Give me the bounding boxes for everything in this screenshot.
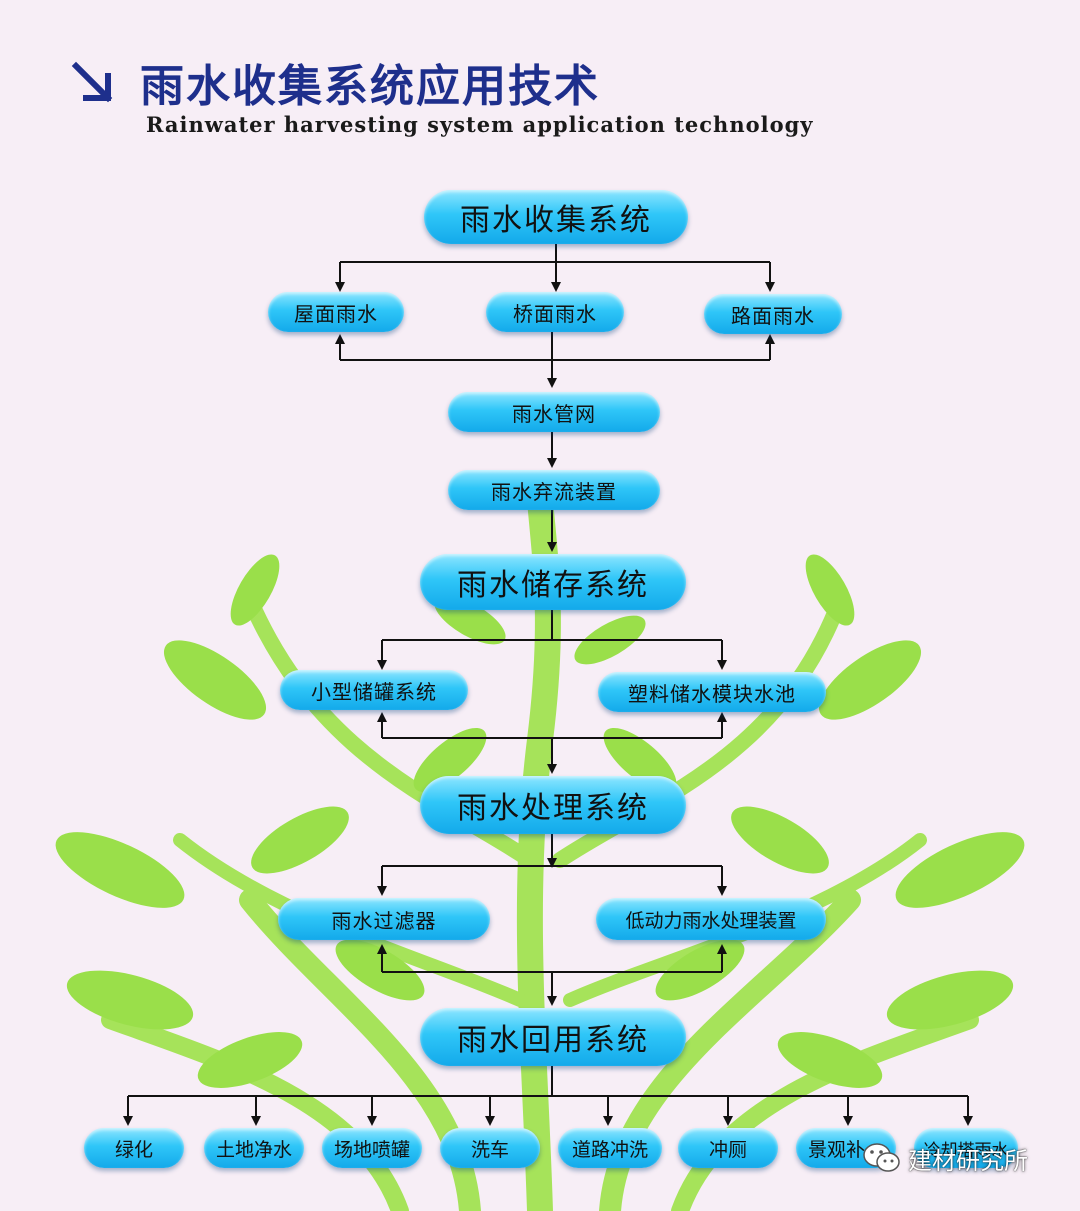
node-small-tank-system: 小型储罐系统 [280,670,468,710]
page-subtitle: Rainwater harvesting system application … [146,112,814,137]
node-reuse-system: 雨水回用系统 [420,1008,686,1066]
node-storage-system: 雨水储存系统 [420,554,686,610]
node-treatment-system: 雨水处理系统 [420,776,686,834]
node-road-flushing: 道路冲洗 [558,1128,662,1168]
node-low-power-treatment: 低动力雨水处理装置 [596,898,826,940]
node-collection-system: 雨水收集系统 [424,190,688,244]
node-soil-purification: 土地净水 [204,1128,304,1168]
node-plastic-module-pool: 塑料储水模块水池 [598,672,826,712]
node-diverter-device: 雨水弃流装置 [448,470,660,510]
node-toilet-flushing: 冲厕 [678,1128,778,1168]
watermark-text: 建材研究所 [908,1146,1028,1175]
arrow-down-right-icon [71,61,113,103]
page-title: 雨水收集系统应用技术 [140,61,600,112]
node-filter: 雨水过滤器 [278,898,490,940]
node-car-wash: 洗车 [440,1128,540,1168]
watermark: 建材研究所 [862,1138,1028,1178]
node-site-spray: 场地喷罐 [322,1128,422,1168]
node-greening: 绿化 [84,1128,184,1168]
node-roof-rainwater: 屋面雨水 [268,292,404,332]
node-pipe-network: 雨水管网 [448,392,660,432]
node-bridge-rainwater: 桥面雨水 [486,292,624,332]
node-cooling-tower: 冷却塔雨水 [914,1128,1018,1168]
wechat-icon [863,1143,900,1172]
node-road-rainwater: 路面雨水 [704,294,842,334]
